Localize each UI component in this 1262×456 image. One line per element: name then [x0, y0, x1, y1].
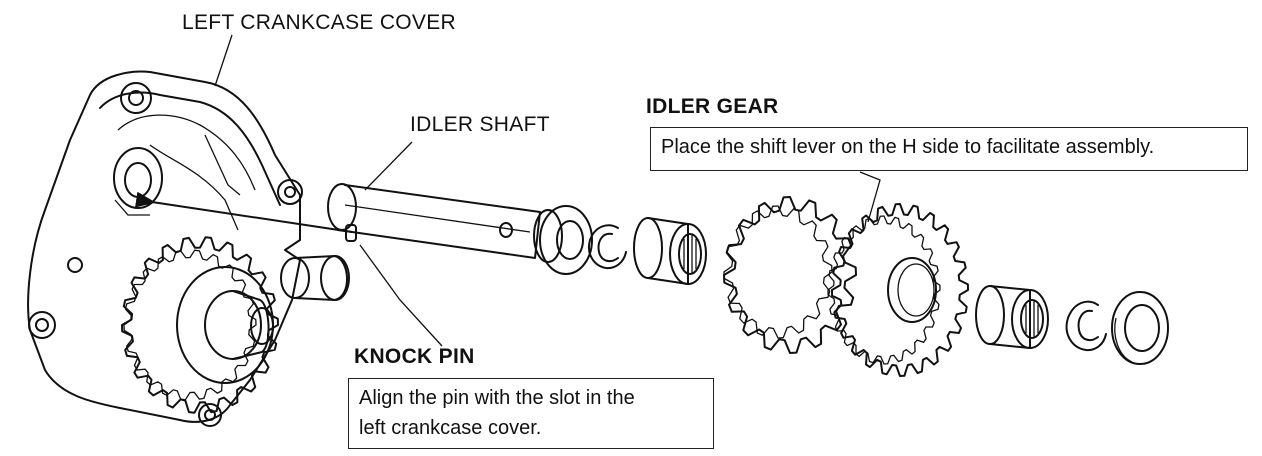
note-idler-gear: Place the shift lever on the H side to f… — [650, 127, 1248, 171]
label-idler-gear: IDLER GEAR — [646, 95, 779, 118]
snap-ring-2 — [1065, 300, 1107, 352]
note-knock-pin: Align the pin with the slot in the left … — [348, 378, 714, 449]
main-gear — [121, 236, 279, 414]
note-idler-gear-text: Place the shift lever on the H side to f… — [661, 136, 1155, 158]
needle-bearing-1 — [633, 217, 707, 285]
label-left-crankcase-cover: LEFT CRANKCASE COVER — [182, 11, 457, 34]
idler-gear-small — [723, 196, 857, 354]
needle-bearing-2 — [975, 285, 1049, 349]
label-idler-shaft: IDLER SHAFT — [410, 113, 550, 136]
idler-shaft — [327, 183, 563, 263]
knock-pin — [345, 224, 357, 242]
leader-lines — [214, 34, 881, 347]
thrust-washer — [1111, 291, 1169, 365]
note-knock-pin-line1: Align the pin with the slot in the — [359, 387, 635, 409]
label-knock-pin: KNOCK PIN — [354, 345, 475, 368]
left-crankcase-cover — [27, 70, 303, 427]
alignment-arrow — [134, 191, 353, 233]
snap-ring-1 — [588, 224, 627, 270]
idler-gear-large — [827, 203, 969, 377]
shaft-washer — [539, 205, 593, 275]
stub-shaft — [280, 255, 350, 301]
note-knock-pin-line2: left crankcase cover. — [359, 417, 542, 439]
main-gear-hub — [176, 266, 274, 384]
idler-gear-bore — [887, 257, 937, 323]
